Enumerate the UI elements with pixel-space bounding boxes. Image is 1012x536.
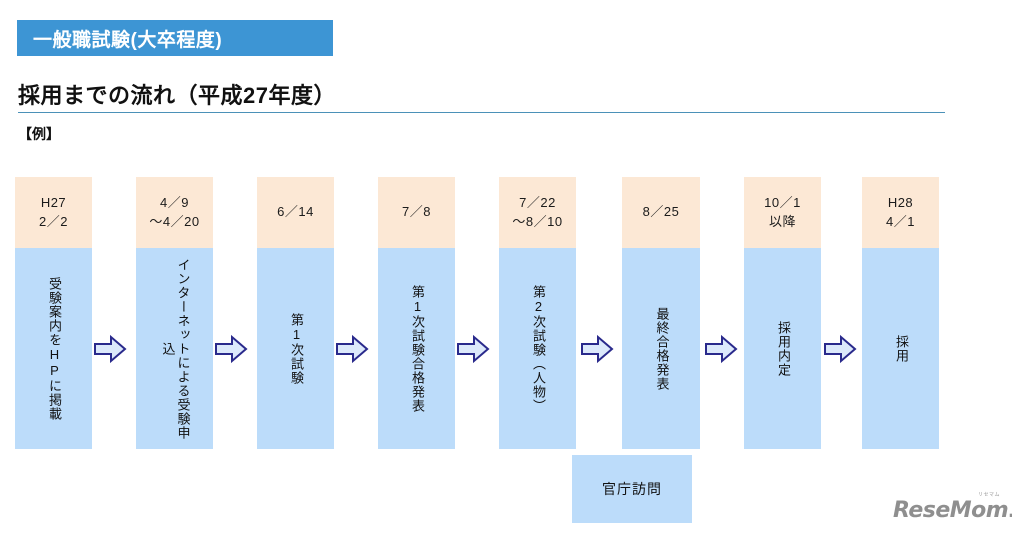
flow-arrow-6-icon [704, 333, 738, 365]
title-divider [18, 112, 945, 113]
flow-branch-label: 官庁訪問 [602, 481, 662, 497]
flow-step-8-date-line-2: 4／1 [886, 213, 915, 229]
flow-step-6-date: 8／25 [622, 177, 700, 248]
flow-step-1-date-line-1: H27 [40, 194, 67, 210]
resemom-logo: リセマム ReseMom. [893, 492, 1012, 527]
flow-step-5-date: 7／22 〜8／10 [499, 177, 576, 248]
flow-step-2-date-line-1: 4／9 [160, 194, 189, 210]
flow-step-6-date-line-1: 8／25 [642, 204, 680, 220]
flow-step-5-date-line-2: 〜8／10 [512, 213, 563, 229]
example-label: 【例】 [18, 126, 60, 142]
flow-step-2-label: インターネットによる受験申込 [136, 248, 213, 449]
flow-step-1-date-line-2: 2／2 [39, 213, 68, 229]
flow-arrow-1-icon [93, 333, 127, 365]
resemom-logo-ruby: リセマム [977, 492, 1000, 498]
flow-step-8-label: 採用 [862, 248, 939, 449]
flow-step-7-date: 10／1 以降 [744, 177, 821, 248]
flow-step-7: 10／1 以降 採用内定 [744, 177, 821, 449]
flow-step-1-date: H27 2／2 [15, 177, 92, 248]
flow-step-5-date-line-1: 7／22 [519, 194, 556, 210]
flow-step-7-label: 採用内定 [744, 248, 821, 449]
flow-step-1-label: 受験案内をHPに掲載 [15, 248, 92, 449]
flow-step-8: H28 4／1 採用 [862, 177, 939, 449]
flow-step-2-date: 4／9 〜4／20 [136, 177, 213, 248]
flow-step-3-date: 6／14 [257, 177, 334, 248]
flow-step-5: 7／22 〜8／10 第2次試験（人物） [499, 177, 576, 449]
page-title: 採用までの流れ（平成27年度） [18, 83, 336, 108]
flow-step-2: 4／9 〜4／20 インターネットによる受験申込 [136, 177, 213, 449]
flow-step-7-date-line-1: 10／1 [764, 194, 801, 210]
flow-arrow-7-icon [823, 333, 857, 365]
resemom-logo-dot: . [1008, 497, 1012, 522]
flow-step-3-label: 第1次試験 [257, 248, 334, 449]
flow-step-6-label: 最終合格発表 [622, 248, 700, 449]
flow-arrow-2-icon [214, 333, 248, 365]
flow-step-1: H27 2／2 受験案内をHPに掲載 [15, 177, 92, 449]
flow-step-8-date: H28 4／1 [862, 177, 939, 248]
flow-step-4-date: 7／8 [378, 177, 455, 248]
flow-step-4-date-line-1: 7／8 [402, 204, 431, 220]
exam-category-badge: 一般職試験(大卒程度) [17, 20, 333, 56]
flow-step-7-date-line-2: 以降 [768, 213, 796, 229]
flow-step-4: 7／8 第1次試験合格発表 [378, 177, 455, 449]
flow-arrow-3-icon [335, 333, 369, 365]
flow-step-2-date-line-2: 〜4／20 [149, 213, 200, 229]
flow-step-3: 6／14 第1次試験 [257, 177, 334, 449]
flow-arrow-4-icon [456, 333, 490, 365]
flow-step-6: 8／25 最終合格発表 [622, 177, 700, 449]
flow-step-5-label: 第2次試験（人物） [499, 248, 576, 449]
flow-step-8-date-line-1: H28 [887, 194, 914, 210]
flow-step-4-label: 第1次試験合格発表 [378, 248, 455, 449]
resemom-logo-text: ReseMom [893, 498, 1009, 523]
flow-arrow-5-icon [580, 333, 614, 365]
flow-branch-agency-visit: 官庁訪問 [572, 455, 692, 523]
flow-step-3-date-line-1: 6／14 [277, 204, 314, 220]
exam-category-label: 一般職試験(大卒程度) [33, 29, 223, 51]
